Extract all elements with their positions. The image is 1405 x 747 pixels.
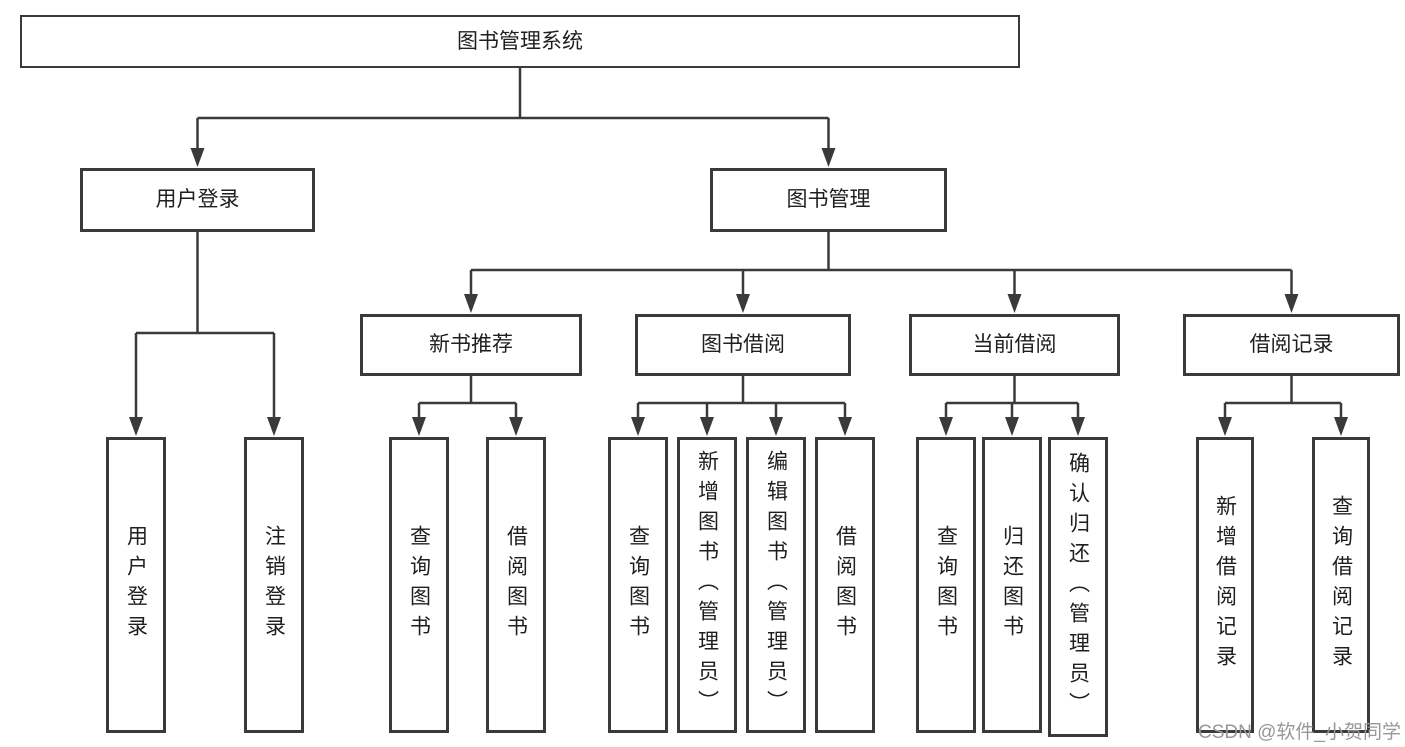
leaf-borrowing-edit-admin: 编辑图书（管理员） xyxy=(746,437,806,733)
node-current-borrowing-label: 当前借阅 xyxy=(972,333,1057,357)
leaf-logout: 注销登录 xyxy=(244,437,304,733)
node-new-book-recommend-label: 新书推荐 xyxy=(429,333,513,357)
leaf-borrowing-add-admin-label: 新增图书（管理员） xyxy=(695,450,719,720)
node-borrowing-records: 借阅记录 xyxy=(1183,314,1400,376)
leaf-current-confirm-admin: 确认归还（管理员） xyxy=(1048,437,1108,737)
leaf-borrowing-borrow-label: 借阅图书 xyxy=(833,525,857,645)
leaf-current-return: 归还图书 xyxy=(982,437,1042,733)
leaf-newbooks-borrow: 借阅图书 xyxy=(486,437,546,733)
arrowheads xyxy=(129,148,1348,436)
leaf-logout-label: 注销登录 xyxy=(262,525,286,645)
node-book-management: 图书管理 xyxy=(710,168,947,232)
leaf-records-add: 新增借阅记录 xyxy=(1196,437,1254,733)
leaf-borrowing-query-label: 查询图书 xyxy=(626,525,650,645)
node-user-login: 用户登录 xyxy=(80,168,315,232)
leaf-current-confirm-admin-label: 确认归还（管理员） xyxy=(1066,452,1090,722)
leaf-borrowing-add-admin: 新增图书（管理员） xyxy=(677,437,737,733)
leaf-records-query-label: 查询借阅记录 xyxy=(1329,495,1353,675)
node-root-label: 图书管理系统 xyxy=(457,29,583,53)
leaf-records-query: 查询借阅记录 xyxy=(1312,437,1370,733)
leaf-user-login: 用户登录 xyxy=(106,437,166,733)
node-book-borrowing: 图书借阅 xyxy=(635,314,851,376)
node-new-book-recommend: 新书推荐 xyxy=(360,314,582,376)
node-book-borrowing-label: 图书借阅 xyxy=(701,333,785,357)
leaf-user-login-label: 用户登录 xyxy=(124,525,148,645)
leaf-newbooks-query-label: 查询图书 xyxy=(407,525,431,645)
node-user-login-label: 用户登录 xyxy=(155,188,240,212)
leaf-current-query: 查询图书 xyxy=(916,437,976,733)
node-root: 图书管理系统 xyxy=(20,15,1020,68)
leaf-borrowing-query: 查询图书 xyxy=(608,437,668,733)
leaf-current-query-label: 查询图书 xyxy=(934,525,958,645)
leaf-borrowing-borrow: 借阅图书 xyxy=(815,437,875,733)
connector-paths xyxy=(134,68,1343,429)
node-borrowing-records-label: 借阅记录 xyxy=(1249,333,1334,357)
leaf-newbooks-query: 查询图书 xyxy=(389,437,449,733)
leaf-current-return-label: 归还图书 xyxy=(1000,525,1024,645)
leaf-borrowing-edit-admin-label: 编辑图书（管理员） xyxy=(764,450,788,720)
node-current-borrowing: 当前借阅 xyxy=(909,314,1120,376)
csdn-watermark: CSDN @软件_小贺同学 xyxy=(1198,722,1401,743)
leaf-records-add-label: 新增借阅记录 xyxy=(1213,495,1237,675)
leaf-newbooks-borrow-label: 借阅图书 xyxy=(504,525,528,645)
node-book-management-label: 图书管理 xyxy=(786,188,871,212)
